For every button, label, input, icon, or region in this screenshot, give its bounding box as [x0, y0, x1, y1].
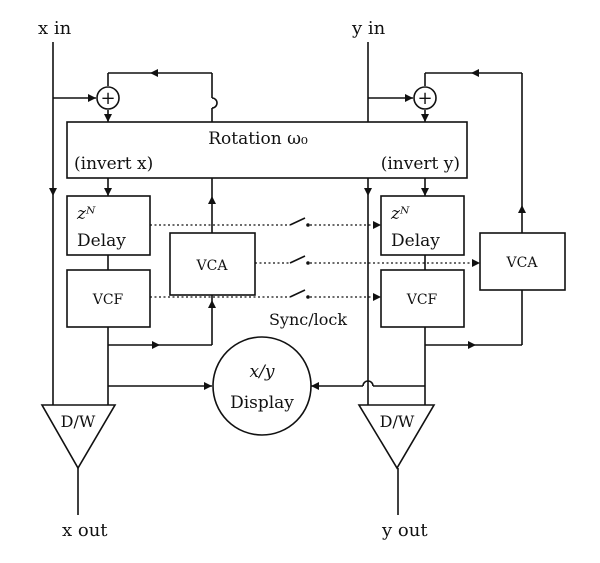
- xy-display: x/y Display: [212, 336, 312, 436]
- rotation-block: Rotation ω₀ (invert x) (invert y): [66, 121, 468, 179]
- right-adder: +: [413, 86, 437, 110]
- left-delay-block: zᴺ Delay: [66, 195, 151, 256]
- svg-text:Delay: Delay: [77, 231, 126, 251]
- left-dry-wet: D/W: [40, 404, 117, 470]
- right-delay-block: zᴺ Delay: [380, 195, 465, 256]
- svg-text:zᴺ: zᴺ: [390, 204, 410, 224]
- svg-text:VCF: VCF: [92, 292, 124, 308]
- svg-text:D/W: D/W: [61, 412, 96, 431]
- left-adder: +: [96, 86, 120, 110]
- right-vcf-block: VCF: [380, 269, 465, 328]
- sync-lock-lines: [150, 217, 480, 299]
- right-dry-wet: D/W: [357, 404, 436, 470]
- right-vca-block: VCA: [479, 232, 566, 291]
- svg-text:x/y: x/y: [250, 362, 275, 382]
- svg-text:D/W: D/W: [380, 412, 415, 431]
- y-out-label: y out: [381, 520, 428, 541]
- left-vcf-block: VCF: [66, 269, 151, 328]
- x-in-label: x in: [38, 18, 72, 39]
- invert-x-label: (invert x): [74, 154, 153, 174]
- svg-text:+: +: [417, 88, 432, 109]
- center-vca-block: VCA: [169, 232, 256, 296]
- svg-text:Display: Display: [230, 393, 294, 413]
- svg-text:VCA: VCA: [506, 255, 539, 271]
- svg-text:zᴺ: zᴺ: [76, 204, 96, 224]
- arrowheads: [49, 69, 526, 390]
- x-out-label: x out: [62, 520, 108, 541]
- svg-text:Delay: Delay: [391, 231, 440, 251]
- svg-text:VCF: VCF: [406, 292, 438, 308]
- svg-text:VCA: VCA: [196, 258, 229, 274]
- invert-y-label: (invert y): [381, 154, 460, 174]
- rotation-title: Rotation ω₀: [208, 129, 308, 149]
- svg-text:+: +: [100, 88, 115, 109]
- sync-lock-label: Sync/lock: [269, 310, 347, 329]
- y-in-label: y in: [351, 18, 386, 39]
